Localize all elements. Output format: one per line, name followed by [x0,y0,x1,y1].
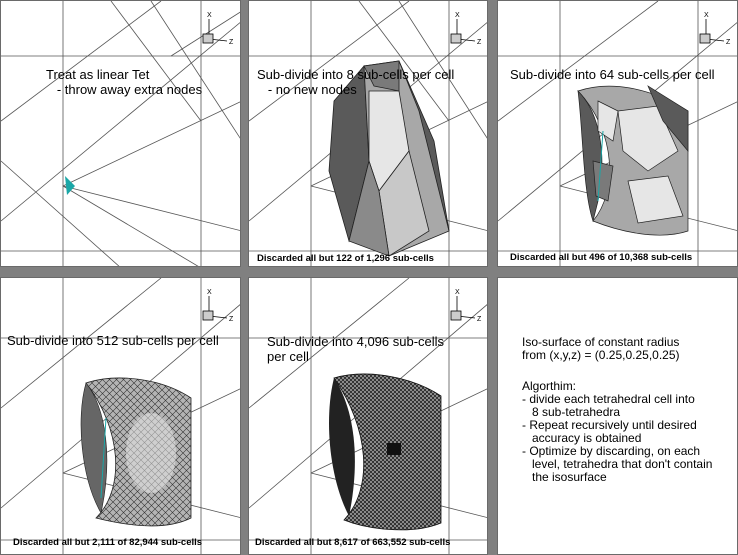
svg-text:X: X [455,289,460,296]
view-panel-512-subcells[interactable]: X Z Sub-divide into 512 sub-cells per ce… [0,277,241,555]
svg-text:X: X [455,12,460,19]
isosurface-render: X Z [249,1,487,266]
svg-text:Z: Z [477,316,482,323]
panel-caption: Discarded all but 122 of 1,296 sub-cells [257,253,434,264]
svg-text:X: X [207,289,212,296]
info-panel: Iso-surface of constant radius from (x,y… [497,277,738,555]
algorithm-step: accuracy is obtained [522,431,642,445]
info-heading: Iso-surface of constant radius [522,335,680,349]
svg-text:Z: Z [726,39,731,46]
svg-text:Z: Z [229,316,234,323]
axis-triad-icon: X Z [699,12,731,46]
panel-title: Sub-divide into 4,096 sub-cells [267,334,445,349]
isosurface-render: X Z [249,278,487,554]
panel-caption: Discarded all but 2,111 of 82,944 sub-ce… [13,537,203,548]
panel-subtitle: per cell [267,349,309,364]
info-text: Iso-surface of constant radius from (x,y… [522,336,712,484]
view-panel-64-subcells[interactable]: X Z Sub-divide into 64 sub-cells per cel… [497,0,738,267]
algorithm-step: level, tetrahedra that don't contain [522,457,713,471]
panel-subtitle: - no new nodes [257,82,357,97]
algorithm-step: 8 sub-tetrahedra [522,405,621,419]
panel-caption: Discarded all but 496 of 10,368 sub-cell… [510,252,693,263]
algorithm-step: - divide each tetrahedral cell into [522,392,695,406]
view-panel-8-subcells[interactable]: X Z Sub-divide into 8 sub-cells per cell… [248,0,488,267]
tet-mesh-wireframe: X Z [1,1,240,266]
svg-text:Z: Z [229,39,234,46]
isosurface-render: X Z [498,1,737,266]
info-heading: from (x,y,z) = (0.25,0.25,0.25) [522,348,680,362]
svg-text:X: X [207,12,212,19]
panel-title: Treat as linear Tet [46,67,150,82]
panel-subtitle: - throw away extra nodes [46,82,203,97]
view-panel-4096-subcells[interactable]: X Z Sub-divide into 4,096 sub-cells per … [248,277,488,555]
axis-triad-icon: X Z [450,289,482,323]
axis-triad-icon: X Z [202,12,234,46]
isosurface-fragment [65,176,75,195]
svg-text:X: X [704,12,709,19]
view-panel-linear-tet[interactable]: X Z Treat as linear Tet - throw away ext… [0,0,241,267]
axis-triad-icon: X Z [450,12,482,46]
panel-title: Sub-divide into 8 sub-cells per cell [257,67,455,82]
algorithm-step: - Optimize by discarding, on each [522,444,701,458]
algorithm-label: Algorthim: [522,379,577,393]
algorithm-step: - Repeat recursively until desired [522,418,697,432]
svg-text:Z: Z [477,39,482,46]
panel-caption: Discarded all but 8,617 of 663,552 sub-c… [255,537,451,548]
axis-triad-icon: X Z [202,289,234,323]
panel-title: Sub-divide into 64 sub-cells per cell [510,67,715,82]
panel-title: Sub-divide into 512 sub-cells per cell [7,333,219,348]
isosurface-render: X Z [1,278,240,554]
algorithm-step: the isosurface [522,470,607,484]
